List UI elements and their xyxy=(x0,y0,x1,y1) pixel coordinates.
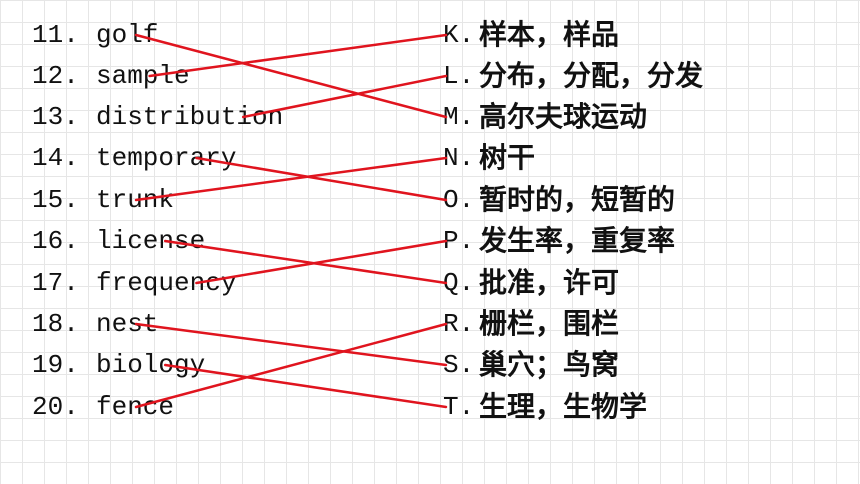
meaning-text: 栅栏，围栏 xyxy=(479,307,620,340)
word-number: 15. xyxy=(32,185,79,215)
word-number: 17. xyxy=(32,268,79,298)
word-text: trunk xyxy=(96,185,175,215)
meaning-text: 巢穴；鸟窝 xyxy=(479,348,620,381)
word-number: 16. xyxy=(32,226,79,256)
meaning-letter: Q. xyxy=(443,268,475,298)
meaning-text: 树干 xyxy=(479,141,536,174)
word-number: 14. xyxy=(32,143,79,173)
word-number: 20. xyxy=(32,392,79,422)
meaning-letter: N. xyxy=(443,143,475,173)
word-number: 19. xyxy=(32,350,79,380)
word-text: distribution xyxy=(96,102,284,132)
word-number: 12. xyxy=(32,61,79,91)
meaning-text: 批准，许可 xyxy=(479,266,620,299)
word-text: license xyxy=(96,226,206,256)
match-line xyxy=(163,363,448,409)
meaning-text: 样本，样品 xyxy=(479,18,620,51)
meaning-text: 生理，生物学 xyxy=(479,390,648,423)
meaning-letter: S. xyxy=(443,350,475,380)
word-number: 18. xyxy=(32,309,79,339)
word-text: fence xyxy=(96,392,175,422)
meaning-text: 高尔夫球运动 xyxy=(479,100,648,133)
meaning-letter: L. xyxy=(443,61,475,91)
meaning-letter: T. xyxy=(443,392,475,422)
word-text: nest xyxy=(96,309,159,339)
meaning-letter: R. xyxy=(443,309,475,339)
meaning-text: 发生率，重复率 xyxy=(479,224,676,257)
meaning-text: 分布，分配，分发 xyxy=(479,59,704,92)
match-line xyxy=(148,33,448,78)
word-text: sample xyxy=(96,61,190,91)
word-number: 13. xyxy=(32,102,79,132)
meaning-text: 暂时的，短暂的 xyxy=(479,183,676,216)
word-number: 11. xyxy=(32,20,79,50)
meaning-letter: O. xyxy=(443,185,475,215)
word-text: temporary xyxy=(96,143,237,173)
word-text: frequency xyxy=(96,268,237,298)
meaning-letter: P. xyxy=(443,226,475,256)
word-text: golf xyxy=(96,20,159,50)
word-text: biology xyxy=(96,350,206,380)
meaning-letter: M. xyxy=(443,102,475,132)
meaning-letter: K. xyxy=(443,20,475,50)
